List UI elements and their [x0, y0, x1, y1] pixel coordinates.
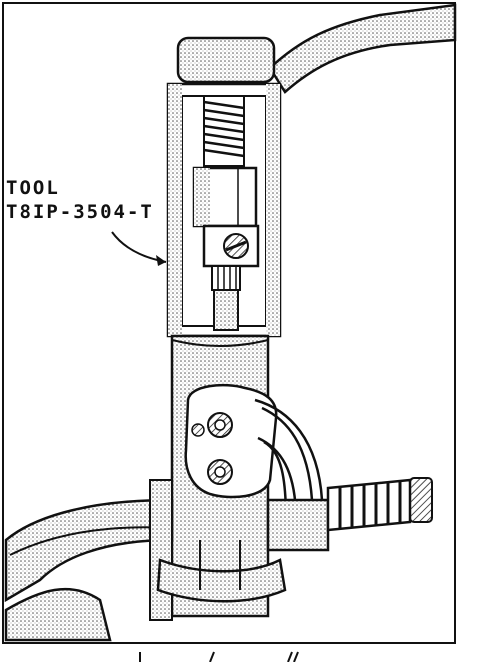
pinion-shaft	[211, 265, 241, 331]
bottom-marks	[139, 651, 299, 662]
wrench-handle	[176, 3, 457, 94]
tool-callout-label: TOOL T8IP-3504-T	[6, 176, 154, 224]
callout-leader	[111, 231, 167, 266]
left-mount	[4, 479, 174, 642]
callout-line-2: T8IP-3504-T	[6, 201, 154, 223]
threaded-bolt	[203, 95, 245, 167]
border	[2, 2, 456, 644]
clamp-block	[202, 224, 260, 268]
rack-boot	[266, 477, 433, 552]
valve-plate	[184, 383, 278, 499]
callout-line-1: TOOL	[6, 177, 60, 199]
adjuster-nut	[192, 166, 258, 228]
bottom-collar	[156, 540, 287, 603]
